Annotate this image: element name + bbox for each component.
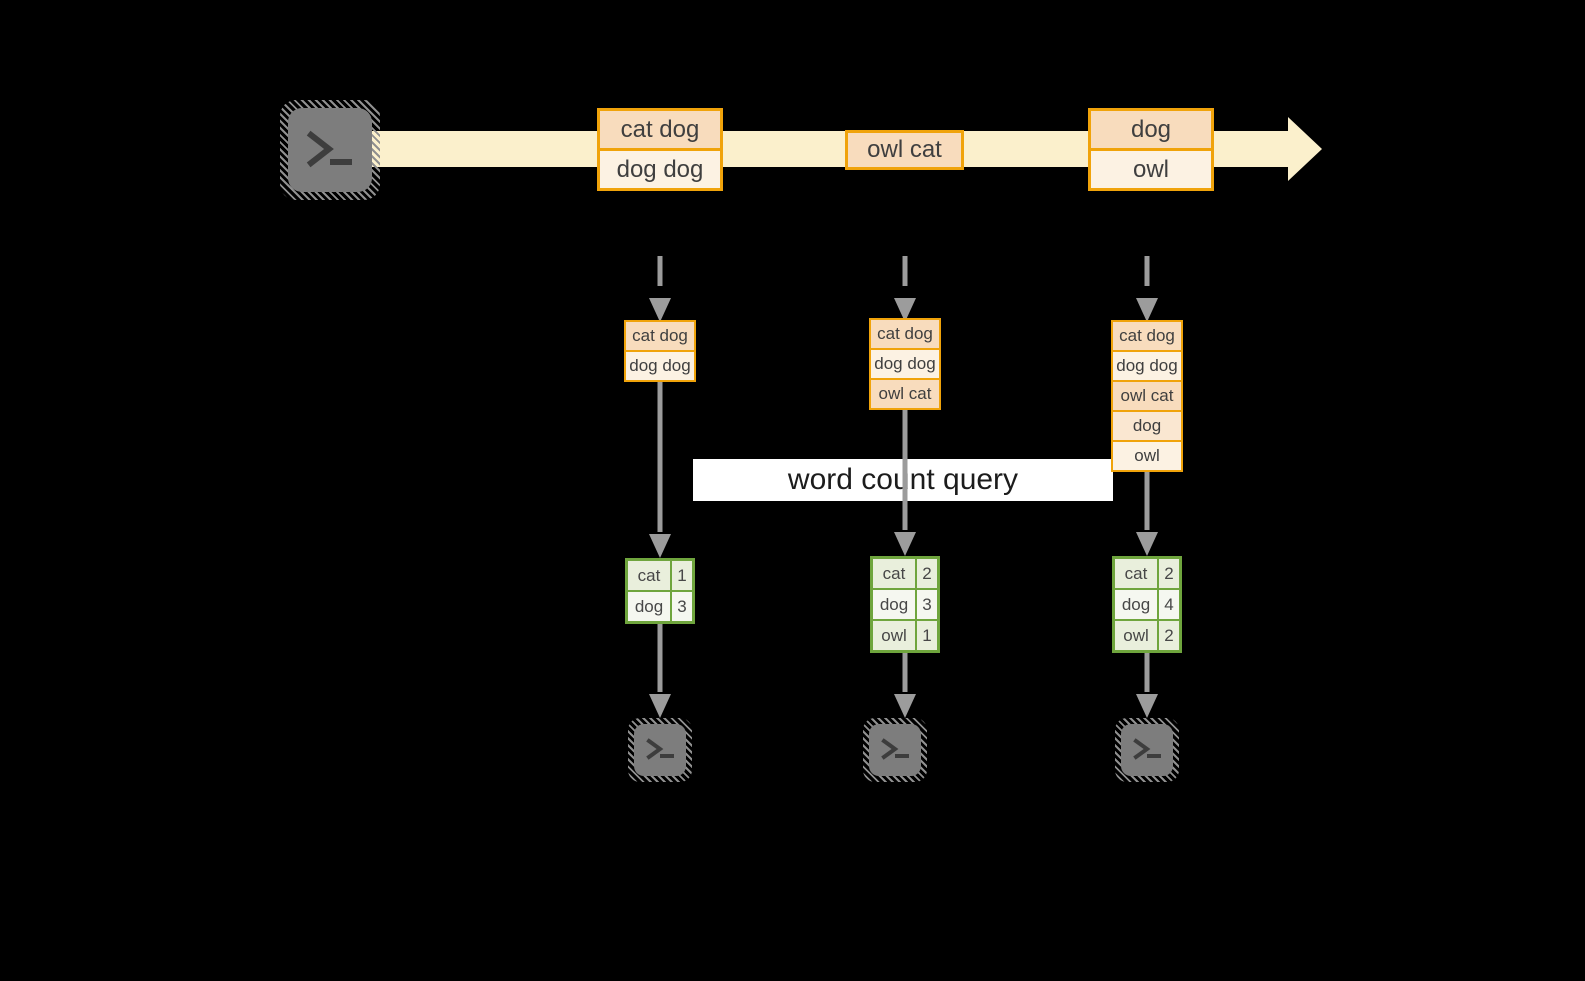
prompt-icon xyxy=(646,738,674,760)
arrow-stack2-to-counts2 xyxy=(894,410,916,556)
count-word-cell: owl xyxy=(1115,621,1157,650)
stream-record: cat dog xyxy=(1113,322,1181,350)
stream-record: cat dog xyxy=(871,320,939,348)
count-word-cell: dog xyxy=(628,592,670,621)
stream-record: cat dog xyxy=(600,111,720,148)
stream-record: dog dog xyxy=(600,151,720,188)
stream-record: dog xyxy=(1113,412,1181,440)
count-value-cell: 3 xyxy=(672,592,692,621)
batch-box-2: owl cat xyxy=(845,130,964,170)
count-value-cell: 4 xyxy=(1159,590,1179,619)
count-table-3: cat 2 dog 4 owl 2 xyxy=(1112,556,1182,653)
count-word-cell: dog xyxy=(1115,590,1157,619)
batch-box-3: dog owl xyxy=(1088,108,1214,191)
prompt-icon xyxy=(881,738,909,760)
count-word-cell: cat xyxy=(1115,559,1157,588)
stream-record: dog dog xyxy=(871,350,939,378)
terminal-source-icon xyxy=(280,100,380,200)
arrow-stack1-to-counts1 xyxy=(649,382,671,558)
stream-record: owl cat xyxy=(1113,382,1181,410)
dashed-arrow-batch3 xyxy=(1136,256,1158,322)
dashed-arrow-batch2 xyxy=(894,256,916,322)
stream-record: owl xyxy=(1091,151,1211,188)
count-value-cell: 3 xyxy=(917,590,937,619)
count-word-cell: cat xyxy=(873,559,915,588)
arrow-stack3-to-counts3 xyxy=(1136,472,1158,556)
stream-record: dog dog xyxy=(1113,352,1181,380)
dashed-arrow-batch1 xyxy=(649,256,671,322)
stream-record: owl cat xyxy=(848,133,961,167)
count-word-cell: cat xyxy=(628,561,670,590)
record-stack-2: cat dog dog dog owl cat xyxy=(869,318,941,410)
count-table-1: cat 1 dog 3 xyxy=(625,558,695,624)
stream-record: owl cat xyxy=(871,380,939,408)
count-table-2: cat 2 dog 3 owl 1 xyxy=(870,556,940,653)
arrow-counts2-to-sink2 xyxy=(894,653,916,718)
count-word-cell: owl xyxy=(873,621,915,650)
terminal-sink-icon xyxy=(863,718,927,782)
terminal-sink-icon xyxy=(1115,718,1179,782)
arrow-counts1-to-sink1 xyxy=(649,624,671,718)
prompt-icon xyxy=(1133,738,1161,760)
count-value-cell: 2 xyxy=(1159,559,1179,588)
batch-box-1: cat dog dog dog xyxy=(597,108,723,191)
count-value-cell: 1 xyxy=(672,561,692,590)
terminal-sink-icon xyxy=(628,718,692,782)
terminal-screen xyxy=(634,724,686,776)
record-stack-1: cat dog dog dog xyxy=(624,320,696,382)
record-stack-3: cat dog dog dog owl cat dog owl xyxy=(1111,320,1183,472)
terminal-screen xyxy=(288,108,372,192)
arrow-counts3-to-sink3 xyxy=(1136,653,1158,718)
count-value-cell: 2 xyxy=(917,559,937,588)
stream-record: owl xyxy=(1113,442,1181,470)
stream-record: dog dog xyxy=(626,352,694,380)
stream-record: dog xyxy=(1091,111,1211,148)
terminal-screen xyxy=(869,724,921,776)
count-word-cell: dog xyxy=(873,590,915,619)
count-value-cell: 1 xyxy=(917,621,937,650)
prompt-icon xyxy=(306,130,352,168)
count-value-cell: 2 xyxy=(1159,621,1179,650)
terminal-screen xyxy=(1121,724,1173,776)
stream-arrowhead-icon xyxy=(1288,117,1322,181)
stream-record: cat dog xyxy=(626,322,694,350)
